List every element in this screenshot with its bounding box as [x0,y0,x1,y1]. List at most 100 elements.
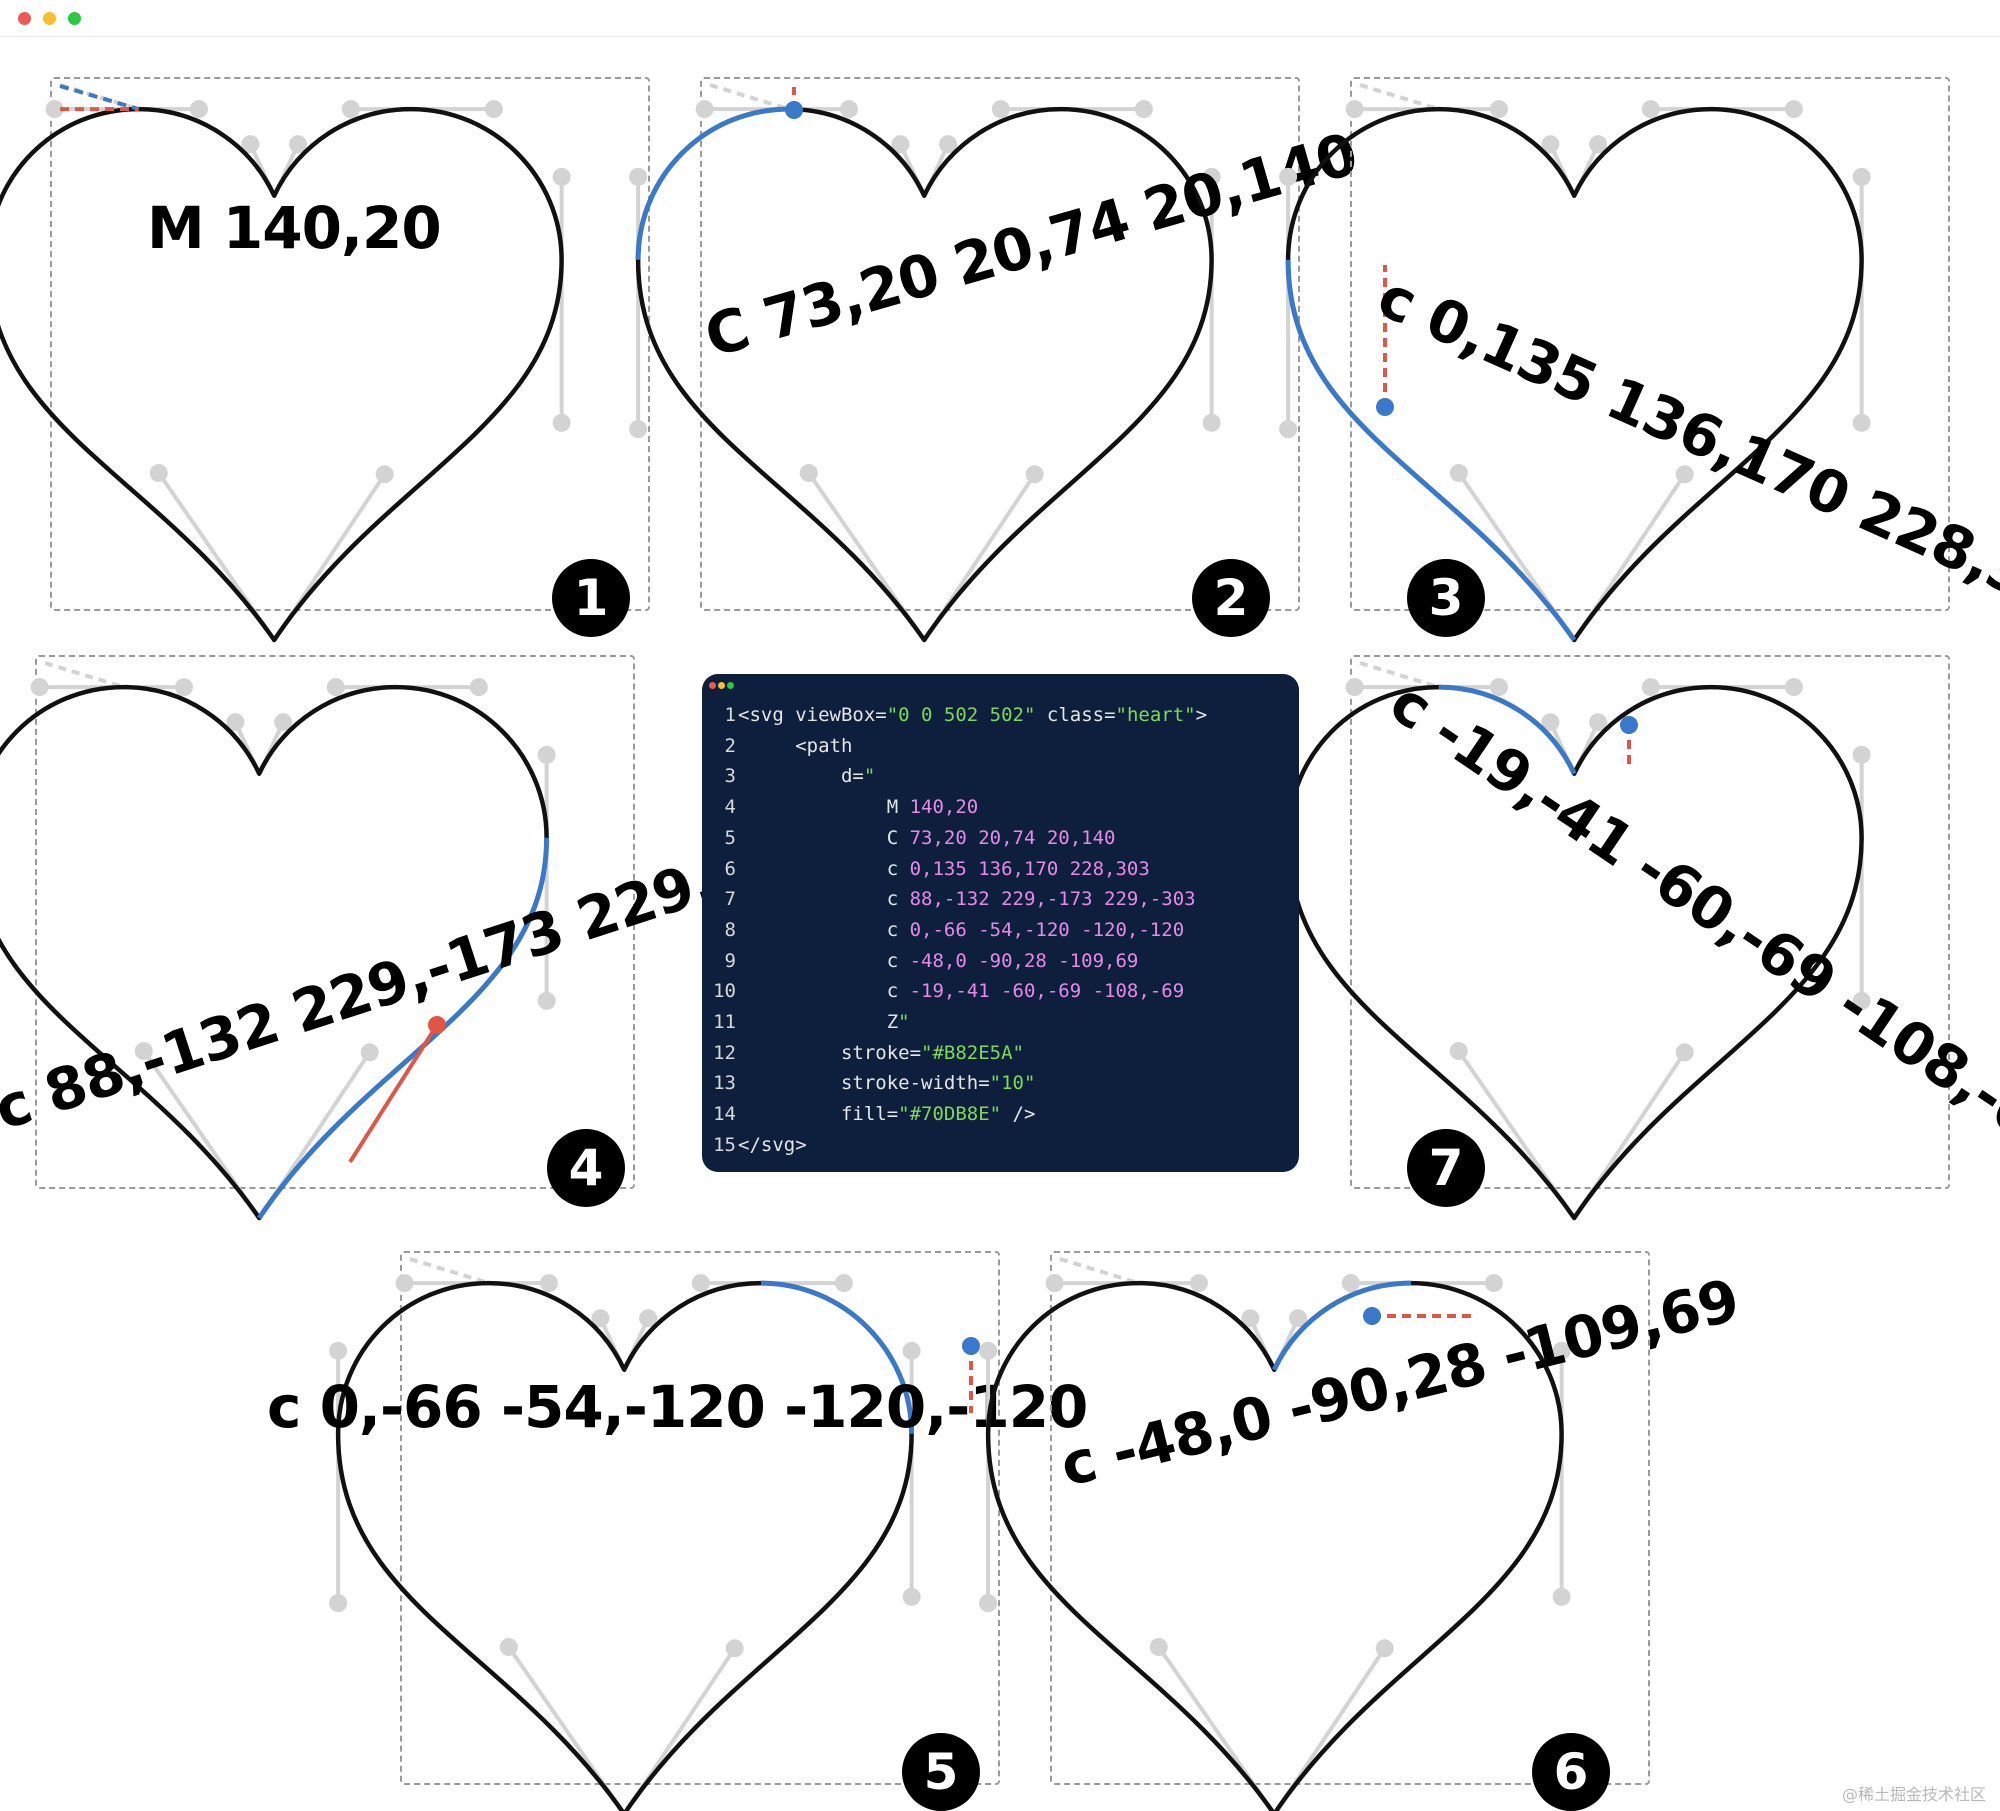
line-number: 13 [713,1072,736,1095]
control-handle-line [1273,1647,1387,1811]
heart-diagram-5 [329,1257,980,1811]
control-point [991,100,1010,119]
control-point [1489,100,1508,119]
control-point [329,1341,348,1360]
code-line: 4 M 140,20 [702,792,979,822]
control-point [1375,1639,1394,1658]
control-point [499,1638,518,1657]
control-point [537,991,556,1010]
line-number: 1 [724,704,736,726]
code-line: 11 Z" [702,1007,910,1037]
line-number: 14 [713,1103,736,1126]
code-line: 15</svg> [702,1130,807,1160]
path-command-label: M 140,20 [147,194,442,262]
minimize-button[interactable] [43,12,56,25]
code-token: M [738,796,910,819]
control-point [591,1309,610,1328]
tangent-line [348,1023,439,1164]
control-point [1541,713,1560,732]
code-line: 5 C 73,20 20,74 20,140 [702,823,1116,853]
previous-trace-line [1059,1257,1140,1286]
zoom-button[interactable] [68,12,81,25]
control-point [1449,464,1468,483]
control-handle-line [1157,1645,1275,1811]
control-point [375,465,394,484]
control-handle-line [507,1645,625,1811]
control-point [537,745,556,764]
control-point-highlight [1363,1307,1381,1325]
step-number-badge: 7 [1407,1129,1485,1207]
control-point [226,713,245,732]
control-point-highlight [785,101,803,119]
close-button[interactable] [18,12,31,25]
highlighted-segment [635,106,789,260]
control-point [1552,1587,1571,1606]
control-point [1852,991,1871,1010]
control-point [1202,167,1221,186]
previous-trace-line [59,83,140,112]
code-token: "heart" [1115,704,1196,726]
control-point [1345,100,1364,119]
control-point [1045,1274,1064,1293]
control-point [45,100,64,119]
control-point [360,1043,379,1062]
previous-trace-line [44,661,125,690]
control-point [1484,1274,1503,1293]
control-point [1289,1309,1308,1328]
control-point [241,135,260,154]
control-point [134,1042,153,1061]
control-point [341,100,360,119]
control-point [834,1274,853,1293]
code-line: 10 c -19,-41 -60,-69 -108,-69 [702,976,1184,1006]
code-token: " [863,765,876,788]
control-point [1784,100,1803,119]
path-command-label: c 0,-66 -54,-120 -120,-120 [267,1373,1088,1441]
step-number-badge: 1 [552,559,630,637]
control-point [1852,413,1871,432]
control-handle-line [623,1647,737,1811]
code-token: > [1195,704,1208,726]
watermark: @稀土掘金技术社区 [1841,1785,1986,1804]
code-window: 1<svg viewBox="0 0 502 502" class="heart… [702,674,1299,1172]
code-token: "10" [989,1072,1036,1095]
code-line: 7 c 88,-132 229,-173 229,-303 [702,884,1196,914]
line-number: 2 [724,734,736,757]
line-number: 15 [713,1133,736,1156]
previous-trace-line [409,1257,490,1286]
control-point [1189,1274,1208,1293]
code-token: stroke-width= [738,1072,990,1095]
control-point [469,678,488,697]
code-token: 0,135 136,170 228,303 [909,857,1150,880]
control-point [902,1587,921,1606]
code-token: 88,-132 229,-173 229,-303 [909,888,1196,911]
control-point [1541,135,1560,154]
highlighted-segment [1438,684,1577,775]
control-point [484,100,503,119]
control-point [1279,167,1298,186]
control-point-highlight [1376,398,1394,416]
control-point [1345,678,1364,697]
code-token: 0,-66 -54,-120 -120,-120 [909,918,1185,941]
control-point [289,135,308,154]
highlighted-segment [1285,259,1577,642]
control-point-highlight [962,1337,980,1355]
line-number: 10 [713,980,736,1003]
control-point [1202,413,1221,432]
code-token: c [738,949,910,972]
code-token: "#B82E5A" [921,1041,1024,1064]
heart-diagram-1 [0,83,571,643]
control-point [639,1309,658,1328]
window-titlebar [0,0,2000,37]
line-number: 9 [724,949,736,972]
code-window-zoom-dot [727,682,734,689]
line-number: 5 [724,826,736,849]
code-token: c [738,857,910,880]
panel-step-1: 1 M 140,20 [0,77,650,643]
line-number: 4 [724,796,736,819]
control-point [629,167,648,186]
control-point-highlight [1620,716,1638,734]
